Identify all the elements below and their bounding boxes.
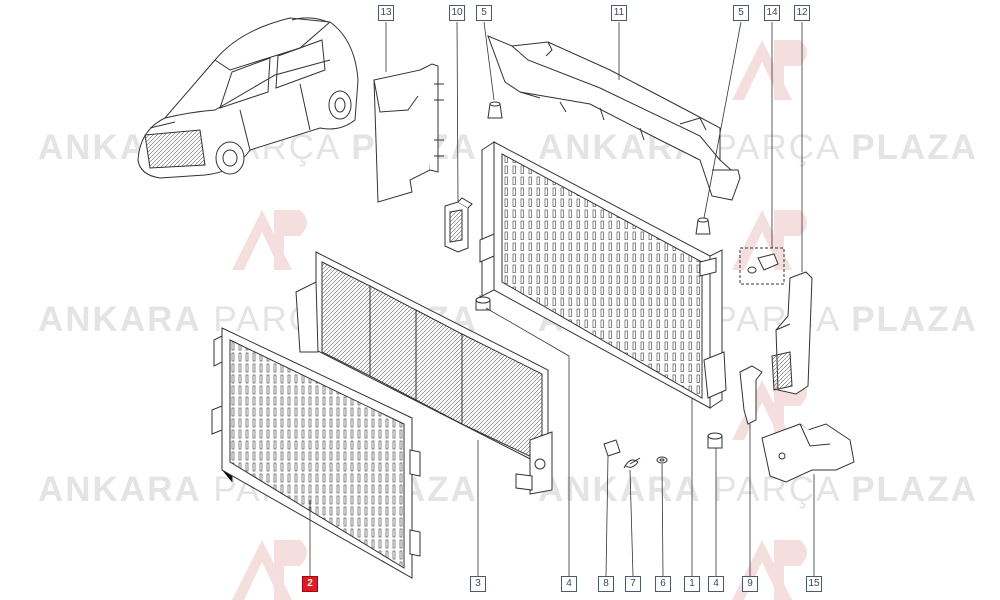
clip-14 xyxy=(739,247,785,285)
upper-deflector-11 xyxy=(487,35,741,201)
lower-mount-4 xyxy=(475,296,723,449)
callout-15: 15 xyxy=(806,576,822,592)
rubber-mount-5 xyxy=(487,101,711,235)
callout-4-right: 4 xyxy=(708,576,724,592)
clip-8 xyxy=(603,439,621,457)
leader-lines xyxy=(309,21,815,577)
lower-bracket-15 xyxy=(761,423,855,483)
callout-7: 7 xyxy=(625,576,641,592)
radiator-1 xyxy=(479,141,727,409)
car-illustration xyxy=(137,17,359,179)
air-guide-12 xyxy=(771,271,813,395)
washer-6 xyxy=(656,456,668,464)
condenser-2 xyxy=(211,327,421,579)
watermark-text: ANKARA PARÇA PLAZA xyxy=(538,470,978,509)
callout-12: 12 xyxy=(794,5,810,21)
callout-9: 9 xyxy=(742,576,758,592)
callout-1: 1 xyxy=(684,576,700,592)
spring-clip-7 xyxy=(623,457,641,469)
callout-13: 13 xyxy=(378,5,394,21)
callout-11: 11 xyxy=(611,5,627,21)
callout-5-right: 5 xyxy=(733,5,749,21)
callout-5-top: 5 xyxy=(476,5,492,21)
callout-14: 14 xyxy=(764,5,780,21)
callout-3: 3 xyxy=(470,576,486,592)
callout-10: 10 xyxy=(449,5,465,21)
callout-8: 8 xyxy=(598,576,614,592)
callout-4-left: 4 xyxy=(561,576,577,592)
bracket-10 xyxy=(444,197,473,253)
intercooler-3 xyxy=(295,251,553,495)
callout-6: 6 xyxy=(655,576,671,592)
air-guide-13 xyxy=(373,63,444,203)
bracket-9 xyxy=(739,365,763,425)
callout-2-highlighted[interactable]: 2 xyxy=(302,576,318,592)
